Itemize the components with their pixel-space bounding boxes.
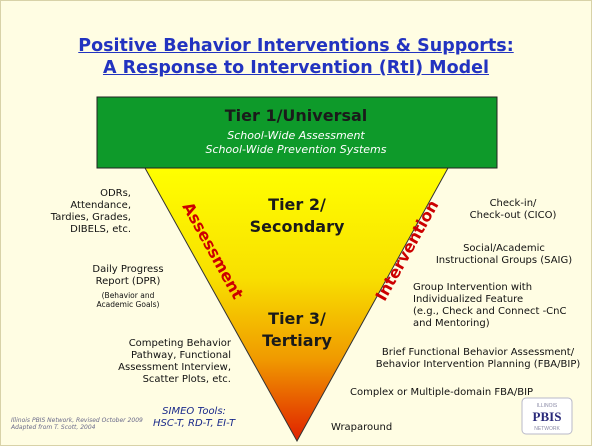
- tools-line-2: HSC-T, RD-T, EI-T: [153, 418, 236, 429]
- tier-1-sub-prevention: School-Wide Prevention Systems: [205, 143, 387, 156]
- note-complex-fba: Complex or Multiple-domain FBA/BIP: [350, 387, 534, 398]
- svg-text:PBIS: PBIS: [533, 409, 562, 424]
- note-line: DIBELS, etc.: [70, 224, 131, 235]
- note-cico: Check-in/ Check-out (CICO): [463, 198, 563, 222]
- title-line-1: Positive Behavior Interventions & Suppor…: [78, 36, 514, 56]
- note-line: Daily Progress: [92, 264, 164, 275]
- simeo-tools: SIMEO Tools: HSC-T, RD-T, EI-T: [153, 406, 235, 430]
- note-line: Assessment Interview,: [118, 362, 231, 373]
- note-saig: Social/Academic Instructional Groups (SA…: [429, 243, 579, 267]
- note-line: Scatter Plots, etc.: [142, 374, 231, 385]
- note-line: Attendance,: [70, 200, 131, 211]
- note-group-intervention: Group Intervention with Individualized F…: [413, 282, 585, 330]
- note-line: Behavior Intervention Planning (FBA/BIP): [375, 359, 581, 370]
- note-line: Social/Academic: [463, 243, 545, 254]
- title-line-2: A Response to Intervention (RtI) Model: [102, 58, 490, 78]
- tier-1-title: Tier 1/Universal: [224, 106, 368, 125]
- note-line: Tardies, Grades,: [50, 212, 131, 223]
- note-line: ODRs,: [100, 188, 131, 199]
- note-line: Group Intervention with: [413, 282, 533, 293]
- tier-2-line-1: Tier 2/: [268, 195, 326, 214]
- svg-text:NETWORK: NETWORK: [534, 426, 560, 432]
- note-line: Pathway, Functional: [131, 350, 231, 361]
- note-dpr: Daily Progress Report (DPR) (Behavior an…: [81, 264, 175, 309]
- note-brief-fba: Brief Functional Behavior Assessment/ Be…: [369, 347, 587, 371]
- note-line: Check-in/: [489, 198, 537, 209]
- credit-line-1: Illinois PBIS Network, Revised October 2…: [11, 417, 143, 424]
- note-line: and Mentoring): [413, 318, 490, 329]
- tier-3-line-2: Tertiary: [262, 331, 332, 350]
- tier-1-band: [96, 96, 498, 169]
- note-line: (e.g., Check and Connect -CnC: [413, 306, 567, 317]
- tier-3-label: Tier 3/ Tertiary: [237, 308, 357, 352]
- slide-title: Positive Behavior Interventions & Suppor…: [1, 35, 591, 79]
- svg-text:ILLINOIS: ILLINOIS: [537, 403, 558, 409]
- slide-credit: Illinois PBIS Network, Revised October 2…: [11, 417, 143, 431]
- note-assessment-data: ODRs, Attendance, Tardies, Grades, DIBEL…: [37, 188, 131, 236]
- note-line: Competing Behavior: [128, 338, 231, 349]
- pbis-logo: ILLINOIS PBIS NETWORK: [521, 397, 573, 435]
- note-line-small: Academic Goals): [96, 300, 160, 309]
- note-line: Brief Functional Behavior Assessment/: [381, 347, 575, 358]
- note-line: Check-out (CICO): [469, 210, 557, 221]
- note-line-small: (Behavior and: [101, 291, 155, 300]
- tier-2-line-2: Secondary: [249, 217, 345, 236]
- credit-line-2: Adapted from T. Scott, 2004: [11, 424, 96, 431]
- tier-3-line-1: Tier 3/: [268, 309, 326, 328]
- tier-2-label: Tier 2/ Secondary: [237, 194, 357, 238]
- tools-line-1: SIMEO Tools:: [162, 406, 226, 417]
- note-line: Report (DPR): [95, 276, 161, 287]
- tier-1-sub-assessment: School-Wide Assessment: [227, 129, 365, 142]
- note-line: Instructional Groups (SAIG): [435, 255, 573, 266]
- note-line: Individualized Feature: [413, 294, 524, 305]
- note-competing-behavior: Competing Behavior Pathway, Functional A…: [81, 338, 231, 386]
- note-wraparound: Wraparound: [331, 422, 393, 433]
